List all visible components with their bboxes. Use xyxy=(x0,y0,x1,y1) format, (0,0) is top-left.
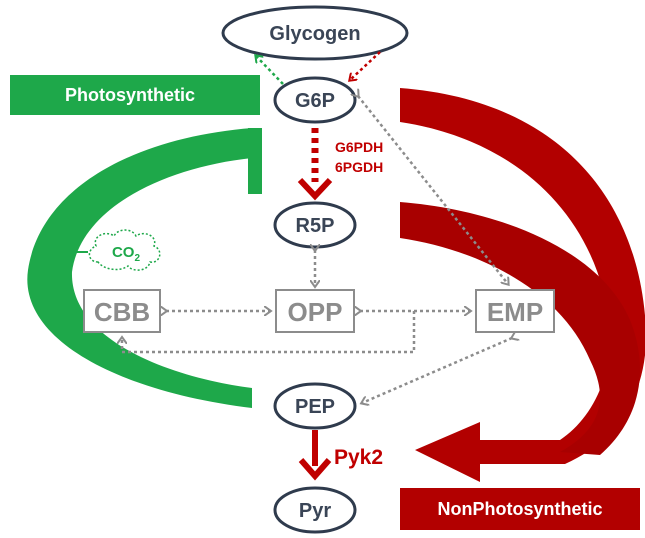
6pgdh-label: 6PGDH xyxy=(335,159,383,175)
pyk2-label: Pyk2 xyxy=(334,446,383,469)
g6p-node: G6P xyxy=(273,76,357,124)
g6p-label: G6P xyxy=(295,90,335,112)
photosynthetic-banner: Photosynthetic xyxy=(10,75,260,115)
nonphotosynthetic-flux-arrow-lower xyxy=(400,202,640,455)
co2-to-cbb-arrow xyxy=(45,251,88,316)
glycogen-label: Glycogen xyxy=(269,23,360,45)
emp-pep-dotted-link xyxy=(362,338,512,403)
opp-box: OPP xyxy=(275,289,355,333)
emp-label: EMP xyxy=(487,297,543,327)
emp-to-cbb-dotted-return xyxy=(122,311,416,354)
glycogen-to-g6p-red-arrow xyxy=(350,51,381,80)
emp-box: EMP xyxy=(475,289,555,333)
g6p-to-glycogen-green-arrow xyxy=(256,56,284,85)
co2-cloud: CO2 xyxy=(88,229,161,271)
co2-label: CO2 xyxy=(112,244,141,264)
g6p-to-r5p-arrow xyxy=(297,128,333,201)
photosynthetic-feedback-arc xyxy=(27,128,252,408)
r5p-label: R5P xyxy=(296,215,335,237)
pep-label: PEP xyxy=(295,396,335,418)
r5p-node: R5P xyxy=(273,201,357,249)
g6pdh-label: G6PDH xyxy=(335,139,383,155)
pyr-node: Pyr xyxy=(273,486,357,534)
cbb-box: CBB xyxy=(83,289,161,333)
nonphotosynthetic-label: NonPhotosynthetic xyxy=(438,499,603,519)
pep-node: PEP xyxy=(273,382,357,430)
pep-to-pyr-arrow xyxy=(298,430,332,481)
opp-label: OPP xyxy=(288,297,343,327)
photosynthetic-inhibition-bar xyxy=(248,128,262,194)
cbb-label: CBB xyxy=(94,297,150,327)
glycogen-node: Glycogen xyxy=(221,5,409,61)
photosynthetic-label: Photosynthetic xyxy=(65,85,195,105)
nonphotosynthetic-flux-arrow-upper xyxy=(400,88,645,482)
g6p-emp-dotted-link xyxy=(358,96,508,284)
pyr-label: Pyr xyxy=(299,500,331,522)
nonphotosynthetic-banner: NonPhotosynthetic xyxy=(400,488,640,530)
